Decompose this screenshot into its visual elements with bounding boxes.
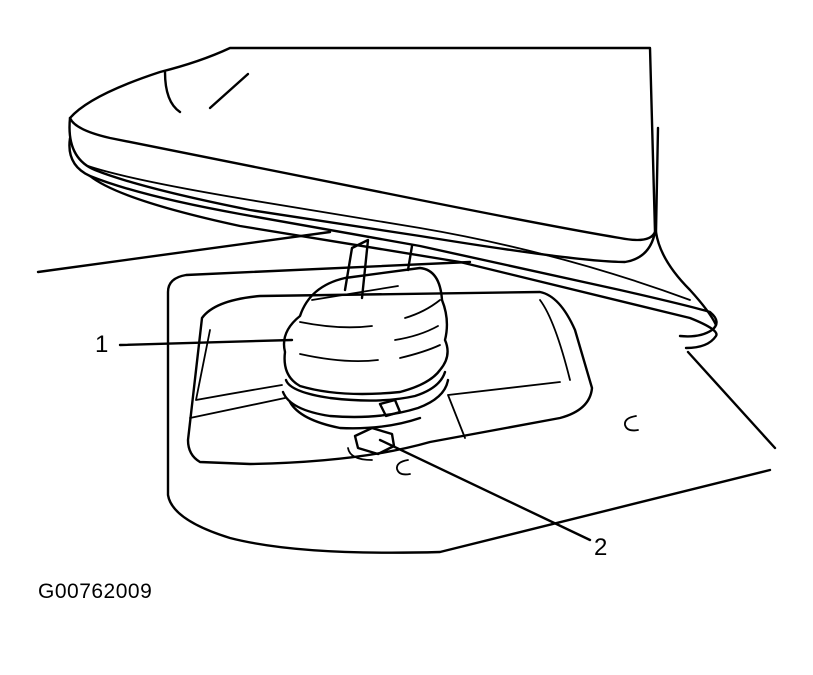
hole-mark-left	[396, 459, 411, 476]
cushion-corner	[163, 70, 718, 327]
bolt-shadow	[347, 447, 373, 461]
boot-fold-5	[399, 344, 441, 359]
cushion-crease-right	[654, 126, 660, 234]
boot-fold-6	[404, 299, 441, 319]
cushion-upper-edge	[68, 116, 657, 242]
boot-fold-4	[299, 353, 379, 363]
bolt-head	[353, 426, 396, 456]
shift-lever	[343, 238, 414, 300]
cushion-bottom-rim	[88, 174, 718, 350]
callout-label-1: 1	[95, 331, 109, 358]
leader-line-1	[118, 338, 294, 347]
shift-boot	[282, 266, 449, 396]
callout-label-2: 2	[594, 534, 608, 561]
console-cushion	[68, 46, 657, 264]
cushion-crease-left	[208, 72, 250, 110]
trim-line-right	[686, 350, 777, 450]
hole-mark-right	[624, 415, 639, 432]
boot-clamp-ring-lower	[281, 378, 450, 419]
boot-clamp-inner	[288, 400, 422, 430]
clamp-tab	[378, 398, 402, 418]
boot-clamp-ring-upper	[284, 370, 447, 402]
leader-line-2	[378, 438, 592, 542]
floor-line-left	[36, 230, 332, 274]
boot-fold-1	[311, 285, 399, 301]
boot-fold-2	[299, 321, 373, 329]
cushion-lower-rim	[68, 136, 718, 338]
cushion-seam	[87, 165, 691, 301]
recess-opening	[186, 290, 594, 466]
figure-id: G00762009	[38, 580, 153, 603]
recess-floor-edge	[189, 381, 561, 439]
console-plate	[166, 260, 772, 554]
recess-inner-wall	[195, 299, 571, 401]
boot-fold-3	[394, 325, 439, 341]
